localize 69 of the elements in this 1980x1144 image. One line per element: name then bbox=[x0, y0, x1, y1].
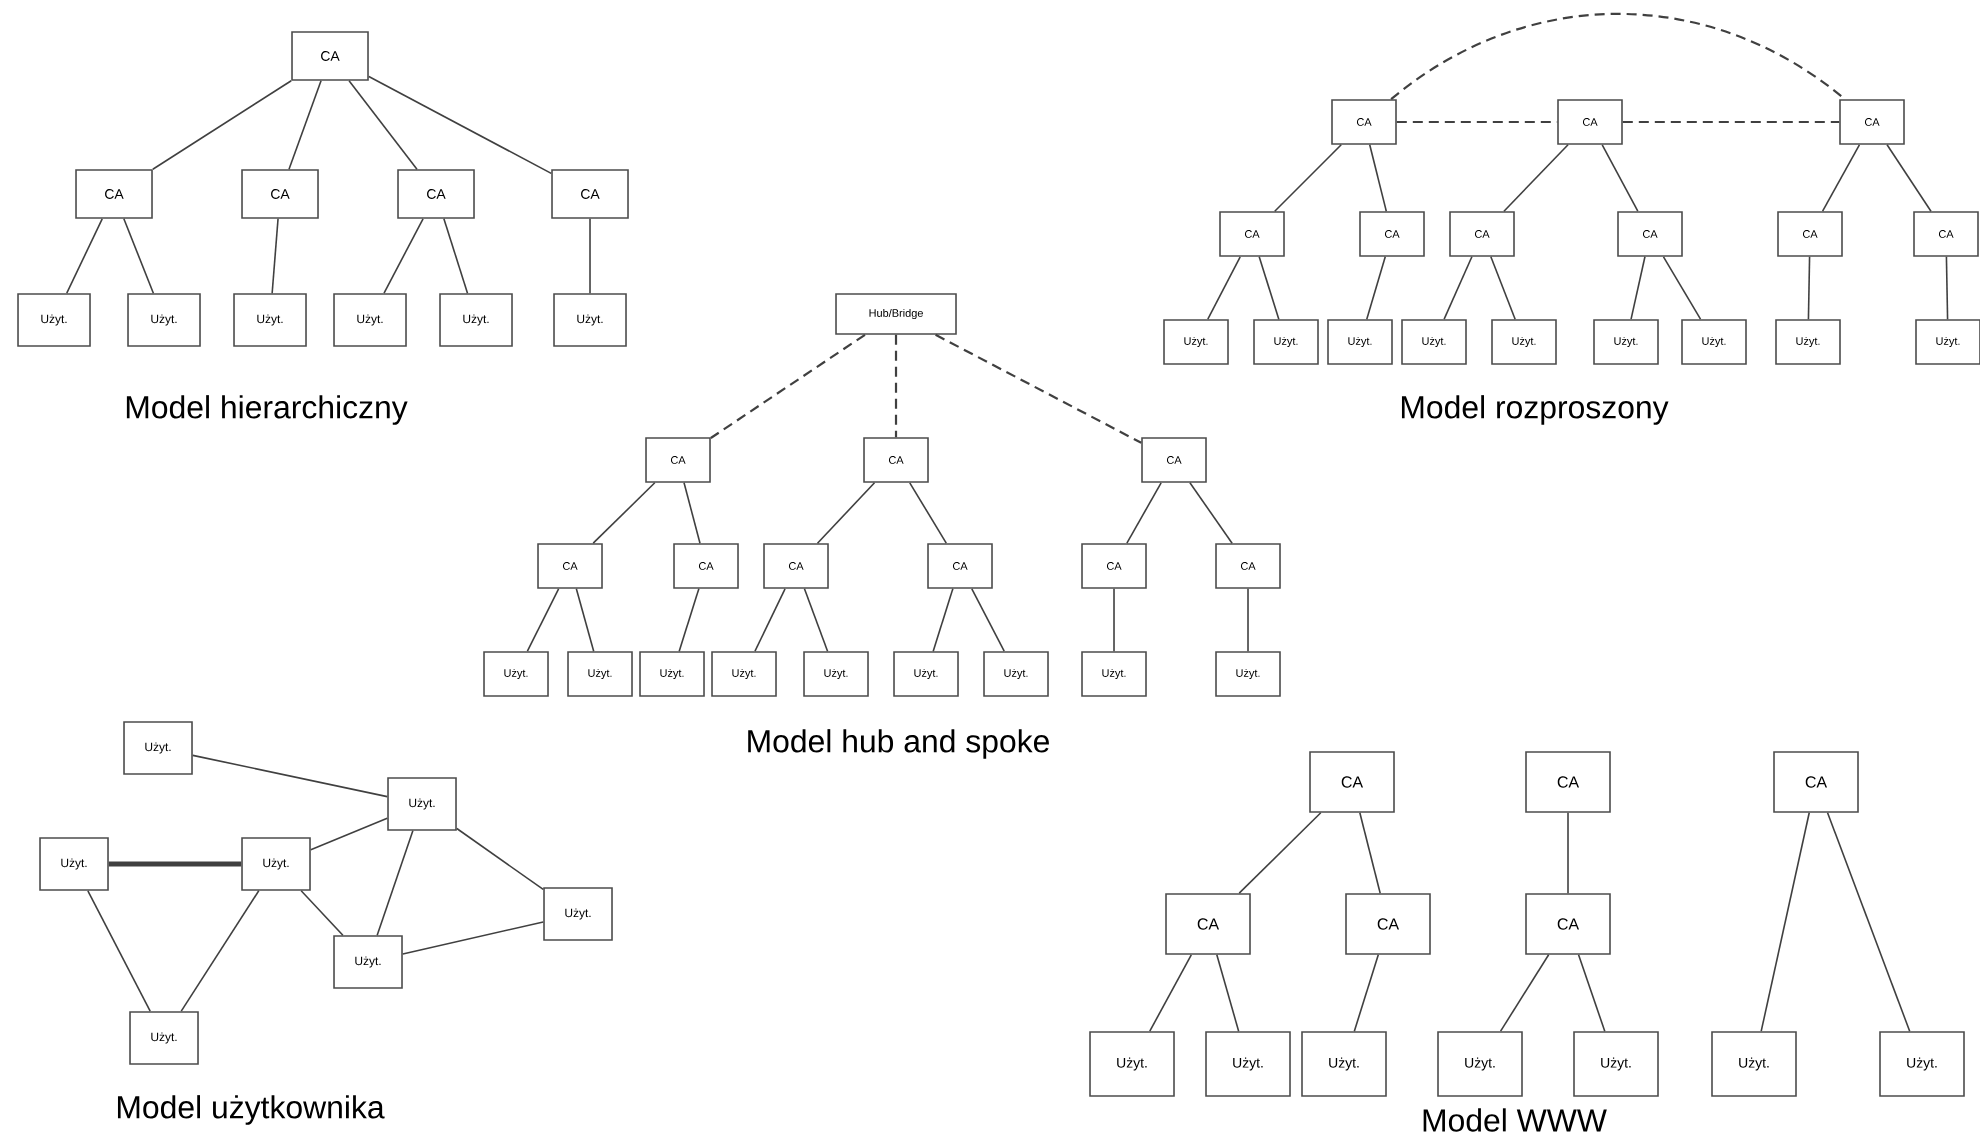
connector-line bbox=[180, 890, 260, 1012]
connector-line bbox=[152, 79, 293, 170]
connector-line bbox=[1126, 482, 1162, 544]
connector-line bbox=[108, 861, 242, 867]
connector-line bbox=[1274, 144, 1342, 212]
connector-line bbox=[526, 588, 560, 652]
connector-line bbox=[1258, 256, 1280, 320]
model-title: Model rozproszony bbox=[1401, 395, 1669, 425]
connector-line bbox=[1662, 256, 1702, 320]
connector-line bbox=[1821, 144, 1861, 212]
connector-line bbox=[894, 334, 898, 438]
connector-line bbox=[1238, 812, 1322, 894]
connector-line bbox=[66, 218, 103, 294]
connector-line bbox=[1630, 256, 1646, 320]
connector-line bbox=[1945, 256, 1949, 320]
connector-line bbox=[456, 827, 544, 891]
connector-line bbox=[1577, 954, 1606, 1032]
connector-line bbox=[87, 890, 151, 1012]
connector-line bbox=[1113, 588, 1115, 652]
connector-line bbox=[1359, 812, 1381, 894]
connector-line bbox=[368, 75, 552, 175]
connector-line bbox=[1886, 144, 1932, 212]
connector-line bbox=[932, 588, 954, 652]
connector-line bbox=[575, 588, 595, 652]
connector-line bbox=[192, 754, 389, 798]
connector-line bbox=[383, 218, 424, 294]
model-title: Model hierarchiczny bbox=[126, 395, 408, 425]
connector-line bbox=[271, 218, 279, 294]
connector-line bbox=[1353, 954, 1380, 1032]
connector-line bbox=[935, 333, 1142, 444]
connector-line bbox=[1567, 812, 1569, 894]
connector-line bbox=[1216, 954, 1240, 1032]
connector-line bbox=[1826, 812, 1911, 1032]
connector-line bbox=[803, 588, 829, 652]
model-title: Model użytkownika bbox=[118, 1095, 385, 1125]
connector-line bbox=[443, 218, 469, 294]
connector-line bbox=[300, 890, 344, 936]
connector-line bbox=[123, 218, 155, 294]
connector-line bbox=[971, 588, 1005, 652]
connector-line bbox=[1247, 588, 1249, 652]
model-title: Model WWW bbox=[1423, 1108, 1607, 1132]
connector-line bbox=[1622, 120, 1840, 124]
connector-line bbox=[1368, 144, 1388, 212]
connector-line bbox=[1490, 256, 1516, 320]
connector-line bbox=[710, 333, 866, 439]
connector-line bbox=[288, 80, 322, 170]
connector-line bbox=[310, 817, 389, 851]
connector-line bbox=[589, 218, 591, 294]
connector-line bbox=[1207, 256, 1241, 320]
connector-line bbox=[1760, 812, 1811, 1032]
connector-line bbox=[1503, 144, 1569, 212]
connector-line bbox=[376, 830, 414, 936]
connector-line bbox=[678, 588, 700, 652]
model-title: Model hub and spoke bbox=[748, 729, 1049, 759]
connector-line bbox=[1189, 482, 1233, 544]
connector-line bbox=[348, 80, 418, 170]
connector-line bbox=[754, 588, 786, 652]
connector-line bbox=[1499, 954, 1550, 1032]
connector-line bbox=[1149, 954, 1193, 1032]
connector-line bbox=[909, 482, 948, 544]
connector-line bbox=[1390, 12, 1846, 101]
connector-line bbox=[683, 482, 701, 544]
connector-line bbox=[1443, 256, 1473, 320]
connector-line bbox=[402, 921, 544, 955]
connector-line bbox=[592, 482, 656, 544]
connector-line bbox=[816, 482, 876, 544]
connector-line bbox=[1601, 144, 1639, 212]
connector-line bbox=[1807, 256, 1811, 320]
connector-line bbox=[1365, 256, 1387, 320]
